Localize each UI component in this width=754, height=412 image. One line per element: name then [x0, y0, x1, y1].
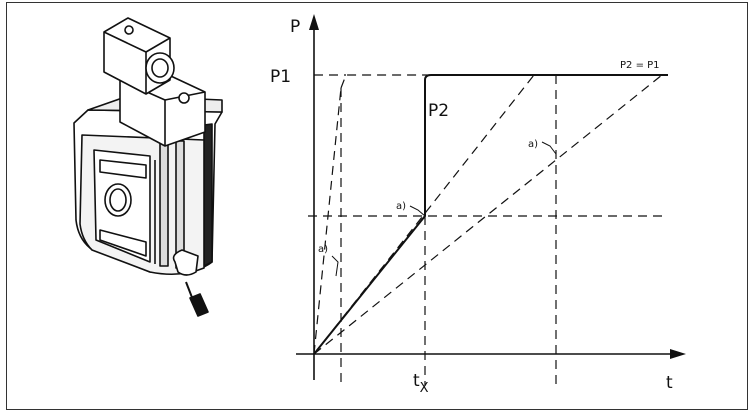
tx-subscript: X	[420, 381, 429, 396]
tx-label: tX	[413, 371, 429, 396]
a-leaders	[331, 141, 557, 277]
axes	[296, 24, 676, 380]
a-left-label: a)	[318, 244, 328, 255]
y-axis-label: P	[290, 17, 300, 37]
p2-solid-curve	[313, 74, 668, 355]
fast-rise-top	[340, 74, 430, 89]
p2-equals-p1-label: P2 = P1	[620, 60, 660, 71]
valve-illustration	[73, 17, 223, 317]
a-right-leader	[541, 141, 557, 155]
p2-label: P2	[428, 101, 449, 121]
guide-lines	[308, 74, 668, 386]
slow-rise-line	[313, 74, 663, 355]
x-axis-arrow	[670, 349, 686, 359]
x-axis-label: t	[666, 373, 673, 393]
p1-label: P1	[270, 67, 291, 87]
y-axis-arrow	[309, 14, 319, 30]
a-mid-label: a)	[396, 201, 406, 212]
fast-rise-line	[313, 87, 342, 355]
a-left-leader	[331, 255, 339, 277]
a-mid-leader	[409, 205, 426, 217]
a-right-label: a)	[528, 139, 538, 150]
